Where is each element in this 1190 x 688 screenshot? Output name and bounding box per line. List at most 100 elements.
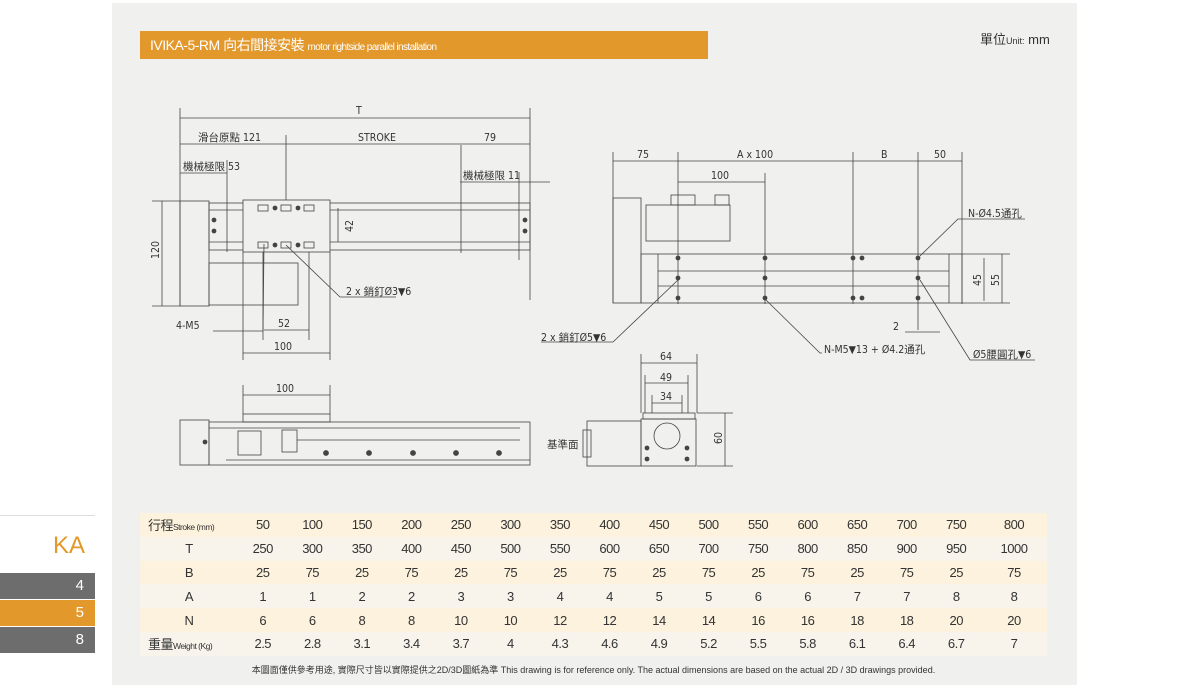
table-cell: 25	[949, 564, 963, 580]
footnote: 本圖面僅供參考用途, 實際尺寸皆以實際提供之2D/3D圖紙為準 This dra…	[251, 665, 936, 675]
table-cell: 350	[351, 541, 373, 557]
row-label: T	[185, 541, 193, 557]
table-cell: 75	[701, 564, 716, 580]
table-cell: 4	[606, 588, 613, 604]
table-cell: 6	[308, 612, 316, 628]
dim-64: 64	[660, 351, 672, 363]
unit-zh: 單位	[980, 32, 1007, 47]
dim-limit-right: 機械極限 11	[463, 169, 520, 182]
tab-5[interactable]: 5	[0, 600, 95, 626]
table-cell: 3.4	[403, 636, 420, 652]
table-cell: 18	[899, 612, 914, 628]
page-title: IVIKA-5-RM 向右間接安裝 motor rightside parall…	[140, 31, 708, 59]
dim-ax100: A x 100	[737, 149, 773, 161]
dim-120: 120	[150, 241, 162, 259]
tab-8[interactable]: 8	[0, 627, 95, 653]
table-cell: 4.6	[601, 636, 618, 652]
table-cell: 25	[652, 564, 666, 580]
table-cell: 800	[797, 541, 819, 557]
table-cell: 350	[549, 517, 571, 533]
table-cell: 4.3	[551, 636, 569, 652]
table-cell: 2.8	[304, 636, 321, 652]
table-cell: 450	[648, 517, 670, 533]
table-cell: 10	[454, 612, 468, 628]
title-text: IVIKA-5-RM 向右間接安裝	[150, 37, 305, 53]
dim-52: 52	[278, 318, 290, 330]
dim-42: 42	[344, 220, 356, 232]
series-label: KA	[52, 532, 85, 559]
table-cell: 6	[259, 612, 267, 628]
dim-60: 60	[713, 432, 725, 444]
datum-label: 基準面	[547, 438, 579, 451]
table-cell: 450	[450, 541, 472, 557]
table-cell: 75	[800, 564, 815, 580]
dim-100-top: 100	[274, 341, 292, 353]
pin5-label: 2 x 銷釘Ø5▼6	[541, 331, 606, 344]
table-cell: 2.5	[254, 636, 272, 652]
table-cell: 5	[655, 588, 663, 604]
table-cell: 50	[256, 517, 270, 533]
table-cell: 200	[401, 517, 422, 533]
table-cell: 3	[457, 588, 465, 604]
spec-panel	[112, 3, 1077, 685]
table-cell: 2	[407, 588, 415, 604]
row-header: B	[140, 561, 238, 585]
table-cell: 75	[1007, 564, 1021, 580]
dim-55: 55	[990, 274, 1002, 286]
m5-label: 4-M5	[176, 320, 200, 332]
table-cell: 1	[259, 588, 267, 604]
table-cell: 20	[1007, 612, 1021, 628]
table-cell: 400	[599, 517, 620, 533]
table-cell: 300	[302, 541, 323, 557]
slot-label: Ø5腰圓孔▼6	[973, 348, 1031, 361]
row-sublabel: Stroke (mm)	[173, 522, 215, 533]
table-cell: 25	[850, 564, 864, 580]
table-cell: 600	[797, 517, 819, 533]
table-cell: 7	[903, 588, 911, 604]
row-label: B	[184, 564, 194, 580]
tab-4[interactable]: 4	[0, 573, 95, 599]
dim-B: B	[881, 149, 887, 161]
table-cell: 700	[896, 517, 918, 533]
table-cell: 400	[401, 541, 422, 557]
table-cell: 12	[602, 612, 617, 628]
dim-limit-left: 機械極限 53	[183, 160, 240, 173]
end-view	[582, 354, 733, 467]
unit-label: 單位Unit: mm	[980, 29, 1050, 48]
table-cell: 500	[500, 541, 521, 557]
table-cell: 12	[553, 612, 567, 628]
table-cell: 16	[800, 612, 815, 628]
table-cell: 75	[503, 564, 518, 580]
table-cell: 25	[454, 564, 468, 580]
table-cell: 6.1	[848, 636, 866, 652]
row-header: 行程Stroke (mm)	[140, 513, 238, 537]
table-cell: 8	[952, 588, 960, 604]
dim-T: T	[355, 105, 362, 117]
table-cell: 6.4	[898, 636, 915, 652]
table-cell: 6.7	[947, 636, 965, 652]
table-cell: 1	[308, 588, 316, 604]
table-cell: 700	[698, 541, 719, 557]
table-cell: 4.9	[650, 636, 668, 652]
table-cell: 6	[804, 588, 811, 604]
row-label: N	[184, 612, 194, 628]
table-cell: 750	[747, 541, 769, 557]
dim-45: 45	[972, 274, 984, 286]
side-view	[541, 152, 1035, 361]
row-label: 重量	[148, 637, 174, 653]
dim-100-side: 100	[711, 170, 729, 182]
table-cell: 850	[847, 541, 868, 557]
row-header: A	[140, 584, 238, 608]
dim-49: 49	[660, 372, 672, 384]
table-cell: 950	[946, 541, 967, 557]
table-cell: 8	[1010, 588, 1018, 604]
row-header: N	[140, 608, 238, 632]
table-cell: 300	[500, 517, 521, 533]
dim-stroke: STROKE	[358, 132, 396, 144]
table-cell: 75	[305, 564, 320, 580]
table-cell: 75	[404, 564, 419, 580]
table-cell: 14	[701, 612, 716, 628]
